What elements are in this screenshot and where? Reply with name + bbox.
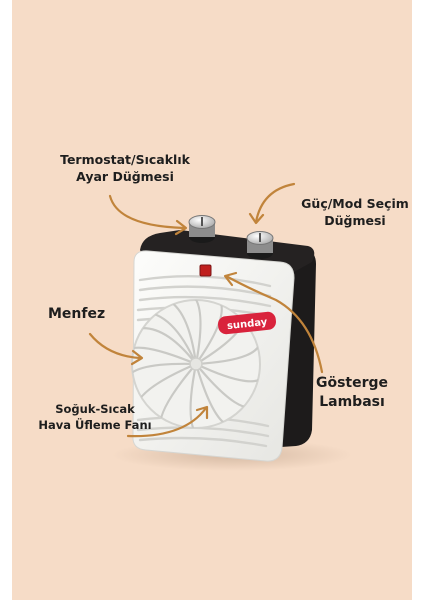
power-mode-label-line1: Güç/Mod Seçim — [301, 196, 409, 211]
heater-illustration: sunday — [88, 182, 352, 471]
fan-label: Soğuk-Sıcak Hava Üfleme Fanı — [34, 402, 156, 433]
indicator-label-line2: Lambası — [319, 393, 385, 410]
indicator-label: Gösterge Lambası — [304, 374, 400, 412]
thermostat-label: Termostat/Sıcaklık Ayar Düğmesi — [38, 152, 212, 186]
thermostat-arrow — [108, 194, 188, 236]
indicator-light — [199, 264, 212, 277]
fan-label-line1: Soğuk-Sıcak — [55, 402, 135, 416]
thermostat-label-line1: Termostat/Sıcaklık — [60, 152, 190, 167]
power-mode-arrow — [248, 182, 296, 225]
brand-logo: sunday — [218, 311, 276, 335]
vent-label: Menfez — [48, 306, 106, 322]
fan-label-line2: Hava Üfleme Fanı — [38, 417, 152, 432]
svg-text:sunday: sunday — [227, 317, 269, 332]
indicator-label-line1: Gösterge — [315, 375, 389, 391]
power-mode-label-line2: Düğmesi — [324, 212, 386, 228]
power-mode-knob — [246, 231, 274, 259]
fan-arrow — [126, 405, 209, 438]
vent-arrow — [88, 332, 144, 366]
thermostat-label-line2: Ayar Düğmesi — [76, 168, 174, 184]
thermostat-knob — [188, 215, 216, 243]
power-mode-label: Güç/Mod Seçim Düğmesi — [290, 196, 412, 230]
product-image-frame: sunday — [12, 0, 412, 600]
indicator-arrow — [223, 271, 324, 374]
